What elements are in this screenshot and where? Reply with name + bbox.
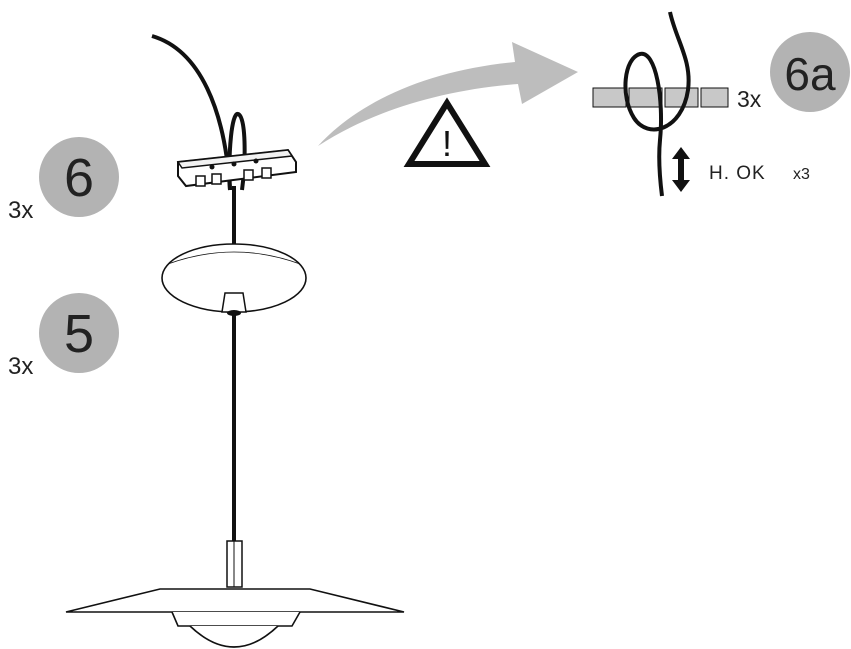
up-down-arrow-icon — [672, 147, 690, 192]
step-5-number: 5 — [64, 304, 94, 364]
shade-body — [65, 588, 405, 613]
detail-cable-loop — [623, 11, 691, 197]
step-5-multiplier: 3x — [8, 353, 33, 380]
lamp-shade — [65, 540, 405, 648]
step-6-multiplier: 3x — [8, 197, 33, 224]
step-6a-number: 6a — [784, 48, 836, 100]
clamp-detail: 3x H. OK x3 — [592, 11, 810, 197]
step-6a-circle — [770, 32, 850, 112]
repeat-label: x3 — [793, 166, 810, 183]
step-5-circle — [39, 293, 119, 373]
step-6-circle — [39, 137, 119, 217]
cable-clamp — [176, 148, 297, 188]
cord-grip — [221, 292, 247, 313]
curved-arrow-icon — [318, 42, 578, 146]
diffuser-bowl — [189, 625, 279, 648]
detail-multiplier: 3x — [737, 86, 762, 112]
warning-symbol: ! — [442, 123, 452, 164]
step-6a-badge: 6a — [770, 32, 850, 112]
ceiling-canopy — [161, 243, 307, 316]
step-6-badge: 6 3x — [8, 137, 119, 224]
step-5-badge: 5 3x — [8, 293, 119, 380]
height-ok-label: H. OK — [709, 163, 766, 184]
warning-triangle-icon: ! — [403, 97, 491, 167]
step-6-number: 6 — [64, 148, 94, 208]
cable-clamp-assembly — [151, 34, 297, 246]
